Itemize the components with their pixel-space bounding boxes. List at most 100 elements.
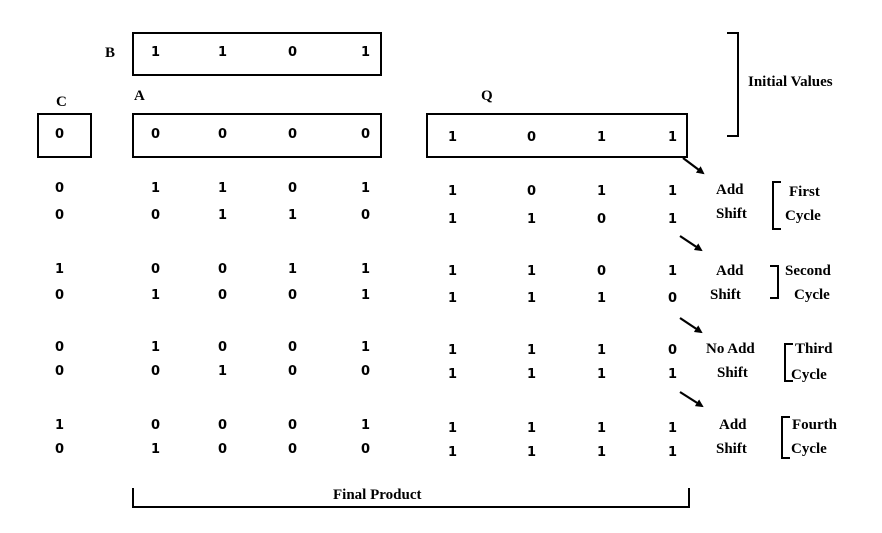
cycle-op-label: Shift — [716, 206, 747, 222]
step-a-bit: 1 — [151, 340, 161, 355]
arrow-icon — [679, 317, 703, 334]
step-a-bit: 1 — [218, 364, 228, 379]
register-b-bit: 0 — [288, 45, 298, 60]
step-q-bit: 1 — [597, 445, 607, 460]
step-q-bit: 1 — [448, 445, 458, 460]
initial-values-bracket — [727, 32, 739, 137]
initial-values-label: Initial Values — [748, 74, 833, 90]
step-a-bit: 0 — [218, 340, 228, 355]
step-q-bit: 1 — [597, 291, 607, 306]
step-a-bit: 0 — [361, 364, 371, 379]
step-q-bit: 1 — [527, 445, 537, 460]
step-q-bit: 1 — [448, 264, 458, 279]
arrow-icon — [682, 157, 705, 175]
cycle-name-label: Cycle — [794, 287, 830, 303]
cycle-name-label: Cycle — [791, 367, 827, 383]
step-a-bit: 0 — [361, 442, 371, 457]
cycle-bracket — [784, 343, 793, 382]
step-a-bit: 1 — [151, 288, 161, 303]
step-q-bit: 1 — [527, 212, 537, 227]
register-a-bit: 0 — [361, 127, 371, 142]
step-a-bit: 0 — [218, 418, 228, 433]
cycle-bracket — [772, 181, 781, 230]
register-q-box — [426, 113, 688, 158]
step-q-bit: 1 — [668, 445, 678, 460]
cycle-name-label: First — [789, 184, 820, 200]
register-b-bit: 1 — [151, 45, 161, 60]
step-a-bit: 1 — [151, 181, 161, 196]
step-a-bit: 0 — [288, 181, 298, 196]
step-q-bit: 1 — [668, 184, 678, 199]
cycle-name-label: Cycle — [785, 208, 821, 224]
step-q-bit: 1 — [668, 212, 678, 227]
register-b-box — [132, 32, 382, 76]
step-a-bit: 0 — [288, 340, 298, 355]
step-a-bit: 1 — [288, 262, 298, 277]
step-a-bit: 0 — [361, 208, 371, 223]
step-q-bit: 1 — [597, 367, 607, 382]
step-a-bit: 0 — [288, 442, 298, 457]
step-q-bit: 1 — [597, 184, 607, 199]
register-a-bit: 0 — [151, 127, 161, 142]
step-a-bit: 1 — [218, 208, 228, 223]
cycle-op-label: Add — [719, 417, 747, 433]
step-q-bit: 1 — [448, 343, 458, 358]
register-q-bit: 1 — [597, 130, 607, 145]
step-a-bit: 0 — [151, 418, 161, 433]
step-c-bit: 0 — [55, 442, 65, 457]
register-b-label: B — [105, 45, 116, 61]
step-a-bit: 1 — [361, 288, 371, 303]
register-q-label: Q — [481, 88, 493, 104]
cycle-bracket — [781, 416, 790, 459]
cycle-op-label: Add — [716, 182, 744, 198]
step-a-bit: 0 — [218, 262, 228, 277]
step-a-bit: 0 — [218, 288, 228, 303]
step-a-bit: 0 — [151, 262, 161, 277]
step-q-bit: 1 — [448, 421, 458, 436]
step-a-bit: 0 — [288, 364, 298, 379]
register-c-label: C — [56, 94, 67, 110]
cycle-op-label: Shift — [717, 365, 748, 381]
step-a-bit: 0 — [151, 364, 161, 379]
step-q-bit: 1 — [448, 184, 458, 199]
register-a-box — [132, 113, 382, 158]
step-a-bit: 1 — [361, 262, 371, 277]
cycle-name-label: Third — [795, 341, 833, 357]
register-b-bit: 1 — [361, 45, 371, 60]
arrow-icon — [679, 391, 704, 408]
step-q-bit: 1 — [668, 421, 678, 436]
step-q-bit: 1 — [668, 264, 678, 279]
step-c-bit: 1 — [55, 262, 65, 277]
step-q-bit: 1 — [597, 421, 607, 436]
step-q-bit: 0 — [527, 184, 537, 199]
step-a-bit: 1 — [218, 181, 228, 196]
step-q-bit: 0 — [668, 291, 678, 306]
step-q-bit: 1 — [668, 367, 678, 382]
step-q-bit: 0 — [668, 343, 678, 358]
step-c-bit: 0 — [55, 208, 65, 223]
register-a-bit: 0 — [218, 127, 228, 142]
cycle-name-label: Cycle — [791, 441, 827, 457]
final-product-bracket — [132, 488, 690, 508]
cycle-bracket — [770, 265, 779, 299]
step-a-bit: 0 — [218, 442, 228, 457]
step-q-bit: 1 — [527, 421, 537, 436]
register-q-bit: 1 — [448, 130, 458, 145]
step-q-bit: 0 — [597, 212, 607, 227]
step-c-bit: 0 — [55, 364, 65, 379]
register-c-bit: 0 — [55, 127, 65, 142]
step-q-bit: 1 — [527, 264, 537, 279]
cycle-op-label: Shift — [716, 441, 747, 457]
step-q-bit: 1 — [527, 367, 537, 382]
step-a-bit: 0 — [288, 288, 298, 303]
step-q-bit: 0 — [597, 264, 607, 279]
step-q-bit: 1 — [527, 343, 537, 358]
step-a-bit: 1 — [361, 340, 371, 355]
step-c-bit: 0 — [55, 288, 65, 303]
step-q-bit: 1 — [448, 291, 458, 306]
register-a-bit: 0 — [288, 127, 298, 142]
step-c-bit: 1 — [55, 418, 65, 433]
cycle-name-label: Fourth — [792, 417, 837, 433]
